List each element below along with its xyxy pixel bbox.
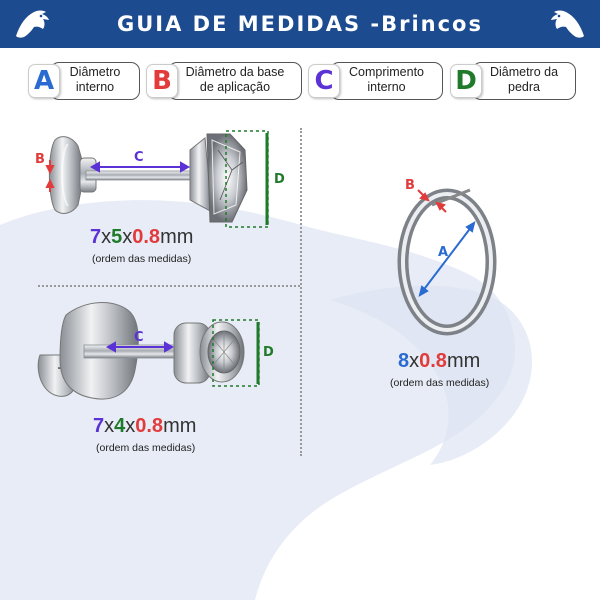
legend-box [168,62,302,100]
page-title: GUIA DE MEDIDAS -Brincos [117,12,483,36]
order-note: (ordem das medidas) [390,377,490,389]
value-b: 0.8 [132,226,161,248]
label-c: C [134,150,144,165]
label-d: D [263,345,274,360]
legend-label: Diâmetro interno [50,62,140,98]
separator: x [101,226,112,248]
dimension-c-arrow [105,341,175,353]
vertical-divider [300,128,302,456]
earring-post [85,170,193,181]
dimension-c-arrow [89,161,191,173]
order-note: (ordem das medidas) [92,253,192,265]
value-c: 7 [93,415,105,437]
label-a: A [438,245,449,260]
legend-letter-b: B [146,64,178,98]
separator: x [409,350,420,372]
measurement-text: 7x4x0.8mm [93,415,196,438]
stud-earring-bezel-illustration [37,302,245,400]
legend-box [472,62,576,100]
legend-item-b: Diâmetro da base de aplicação B [146,62,302,100]
legend-letter-c: C [308,64,340,98]
label-b: B [405,178,415,193]
separator: x [125,415,136,437]
horizontal-divider [38,285,300,287]
legend-letter-d: D [450,64,482,98]
eagle-icon [16,10,49,38]
eagle-icon [551,10,584,38]
measurement-text: 7x5x0.8mm [90,226,193,249]
unit: mm [160,226,194,248]
value-c: 7 [90,226,102,248]
label-b: B [35,152,45,167]
separator: x [104,415,115,437]
legend-line: interno [367,80,406,94]
legend-item-c: Comprimento interno C [308,62,443,100]
legend-line: pedra [508,80,540,94]
label-d: D [274,172,285,187]
legend-letter-a: A [28,64,60,98]
legend-line: interno [75,80,115,94]
label-c: C [134,330,144,345]
dimension-b-arrow [417,189,447,213]
value-d: 5 [111,226,123,248]
legend-line: Comprimento [348,65,425,79]
dimension-b-arrow [45,160,55,192]
legend-line: Diâmetro da [489,65,559,79]
value-b: 0.8 [419,350,447,372]
unit: mm [163,415,197,437]
value-b: 0.8 [135,415,164,437]
legend-label: Diâmetro da pedra [472,62,576,98]
legend-label: Diâmetro da base de aplicação [168,62,302,98]
legend-line: Diâmetro da base [185,65,285,79]
header-bar [0,0,600,48]
legend-line: de aplicação [199,80,271,94]
value-d: 4 [114,415,126,437]
legend-line: Diâmetro [69,65,121,79]
legend-label: Comprimento interno [330,62,443,98]
measurement-text: 8x0.8mm [398,350,480,373]
separator: x [122,226,133,248]
unit: mm [446,350,481,372]
legend-item-d: Diâmetro da pedra D [450,62,576,100]
order-note: (ordem das medidas) [96,442,196,454]
value-a: 8 [398,350,410,372]
dimension-a-arrow [418,220,476,298]
legend-item-a: Diâmetro interno A [28,62,140,100]
prong-setting [189,133,248,223]
